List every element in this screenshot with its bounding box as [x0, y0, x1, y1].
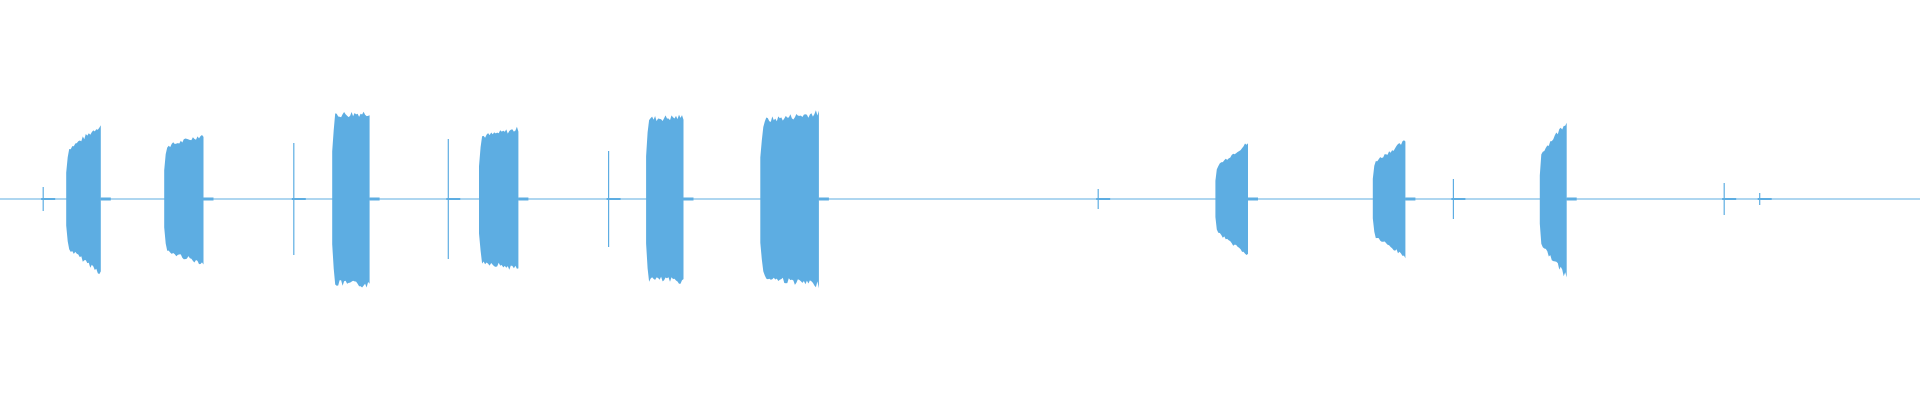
waveform-segment — [1215, 143, 1248, 255]
waveform-segment — [1539, 122, 1567, 278]
waveform-segment — [760, 110, 819, 289]
waveform-segment — [164, 135, 204, 265]
waveform-segment — [332, 111, 370, 288]
waveform-segment — [66, 125, 101, 275]
waveform-segments — [66, 110, 1577, 289]
waveform-segment — [646, 114, 684, 284]
waveform-segment — [1372, 140, 1406, 259]
waveform-spikes — [41, 139, 1772, 259]
waveform-segment — [479, 126, 519, 270]
